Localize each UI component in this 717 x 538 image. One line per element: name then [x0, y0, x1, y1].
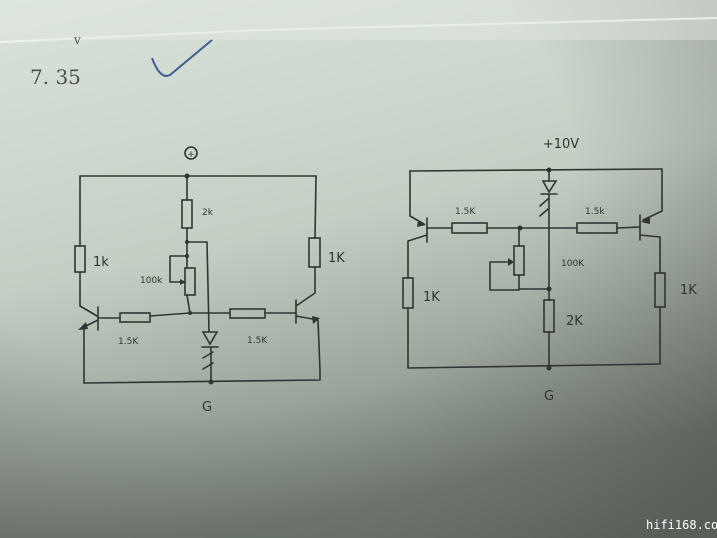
- svg-text:2K: 2K: [566, 314, 583, 329]
- potentiometer-100k: [513, 245, 525, 276]
- resistor-1.5k-right: [576, 222, 618, 234]
- svg-text:+: +: [187, 150, 195, 160]
- svg-text:1.5K: 1.5K: [455, 207, 476, 217]
- page-edge: [0, 17, 717, 43]
- resistor-2k: [181, 199, 193, 229]
- svg-text:100K: 100K: [561, 259, 585, 269]
- top-note: v 7. 35: [30, 33, 213, 89]
- watermark: hifi168.com: [646, 518, 717, 532]
- svg-text:1k: 1k: [93, 255, 109, 270]
- emitter-arrow-icon: [417, 220, 426, 227]
- svg-text:+10V: +10V: [543, 137, 579, 152]
- right-circuit: +10V 1K 1.5K 1.5k 100K 2K G 1K: [402, 137, 697, 404]
- led-icon: [201, 331, 219, 346]
- resistor-1.5k-left: [119, 312, 151, 323]
- svg-text:100k: 100k: [140, 276, 163, 286]
- note-text: 7. 35: [30, 65, 81, 89]
- svg-text:1K: 1K: [423, 290, 440, 305]
- resistor-1.5k-right: [229, 308, 266, 319]
- svg-text:1.5K: 1.5K: [247, 336, 268, 346]
- left-circuit: + 1k 2k 100k 1.5K 1.5K 1K: [74, 146, 345, 415]
- supply-symbol: [184, 146, 198, 160]
- resistor-1k-right: [308, 237, 321, 268]
- svg-text:v: v: [73, 33, 81, 47]
- resistor-1k-right: [654, 272, 666, 308]
- svg-text:G: G: [202, 400, 212, 415]
- wiper-arrow-icon: [180, 279, 186, 285]
- emitter-arrow-icon: [78, 322, 88, 330]
- svg-text:2k: 2k: [202, 208, 214, 218]
- svg-text:1.5K: 1.5K: [118, 337, 139, 347]
- wiper-arrow-icon: [508, 258, 514, 266]
- svg-text:1K: 1K: [680, 283, 697, 298]
- emitter-arrow-icon: [641, 216, 650, 224]
- svg-text:1.5k: 1.5k: [585, 207, 605, 217]
- resistor-1k-left: [74, 245, 86, 273]
- svg-text:G: G: [544, 389, 554, 404]
- resistor-1.5k-left: [451, 222, 488, 234]
- resistor-1k-left: [402, 277, 414, 309]
- svg-text:1K: 1K: [328, 251, 345, 266]
- check-mark-icon: [151, 39, 213, 77]
